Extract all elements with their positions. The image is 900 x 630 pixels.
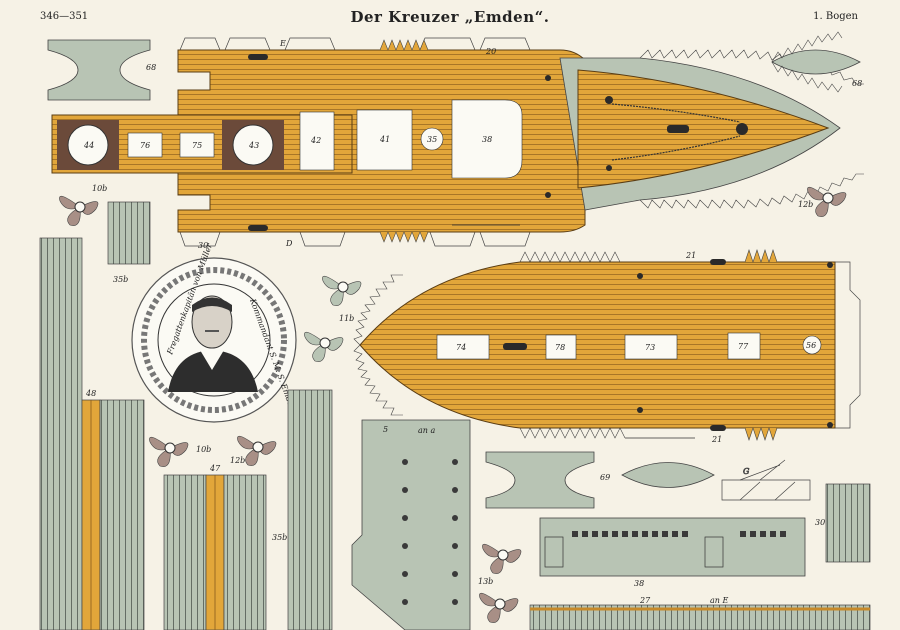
- part-label-69: 69: [600, 473, 610, 482]
- part-label-48: 48: [85, 389, 96, 398]
- lens-part-middle: [621, 462, 715, 488]
- part-label-30: 30: [198, 241, 208, 250]
- part-label-27: 27: [639, 596, 651, 605]
- part-label-43: 43: [248, 141, 259, 150]
- part-label-77: 77: [738, 342, 749, 351]
- part-label-12b-bottom: 12b: [230, 456, 245, 465]
- part-label-d: D: [285, 239, 293, 248]
- propeller-12b-bottom: 12b: [230, 435, 277, 466]
- part-label-41: 41: [379, 135, 390, 144]
- funnel-cap-69: 69: [485, 451, 610, 509]
- railing-strip: 27 an E: [529, 596, 871, 630]
- part-label-38-strip: 38: [634, 579, 644, 588]
- propeller-13b-b: 13b: [478, 577, 519, 623]
- propeller-13b-a: [482, 543, 522, 574]
- funnel-cap-left: 68: [47, 39, 156, 101]
- part-label-21-bottom: 21: [711, 435, 722, 444]
- part-label-10b-top: 10b: [92, 184, 107, 193]
- funnel-wrap-part: 5 an a: [351, 419, 471, 630]
- part-label-e: E: [279, 39, 286, 48]
- page-title: Der Kreuzer „Emden“.: [350, 8, 550, 26]
- upper-deck: 44 76 75 43 42 41 35 38 E 20 D 30: [51, 37, 864, 250]
- part-label-68-left: 68: [146, 63, 156, 72]
- part-label-35b-column: 35b: [272, 533, 287, 542]
- part-label-76: 76: [140, 141, 150, 150]
- part-label-74: 74: [456, 343, 466, 352]
- part-label-35: 35: [427, 135, 437, 144]
- propeller-10b-top: 10b: [59, 184, 107, 226]
- part-30-block: 30: [815, 483, 871, 563]
- part-label-75: 75: [192, 141, 202, 150]
- part-label-an-e: an E: [710, 596, 728, 605]
- part-35b-column: 35b: [272, 389, 333, 630]
- part-label-47: 47: [209, 464, 221, 473]
- part-label-11b: 11b: [339, 314, 354, 323]
- part-label-35b-top: 35b: [113, 275, 128, 284]
- part-label-42: 42: [310, 136, 321, 145]
- part-label-68-right: 68: [852, 79, 862, 88]
- part-label-g: G: [743, 467, 750, 476]
- part-label-30-right: 30: [815, 518, 825, 527]
- portrait-medallion: Fregattenkapitän von Müller Kommandant S…: [131, 241, 297, 423]
- lens-part-right: 68: [771, 31, 862, 93]
- part-label-38: 38: [482, 135, 492, 144]
- propeller-11b-b: 11b: [304, 314, 354, 362]
- lower-deck: 74 78 73 77 56 21 21: [353, 249, 861, 444]
- hull-side-strips-left: 48: [39, 237, 145, 630]
- part-label-13b: 13b: [478, 577, 493, 586]
- part-label-10b-bottom: 10b: [196, 445, 211, 454]
- propeller-10b-bottom: 10b: [149, 436, 211, 467]
- page-number: 346—351: [40, 11, 89, 22]
- propeller-11b-a: [322, 275, 362, 306]
- part-label-56: 56: [806, 341, 816, 350]
- part-label-78: 78: [555, 343, 565, 352]
- part-label-21-top: 21: [685, 251, 696, 260]
- portrait-figure: [168, 295, 258, 392]
- part-label-20: 20: [485, 47, 496, 56]
- part-label-44: 44: [83, 141, 94, 150]
- part-label-73: 73: [645, 343, 655, 352]
- part-label-an-a: an a: [418, 426, 435, 435]
- part-label-12b-top: 12b: [798, 200, 813, 209]
- hull-side-strips-middle: 47: [163, 464, 267, 630]
- part-35b-block: 35b: [107, 201, 151, 284]
- part-label-5: 5: [383, 425, 388, 434]
- mast-frame-g: G: [721, 459, 811, 501]
- propeller-12b-top: 12b: [798, 186, 847, 217]
- sheet-number: 1. Bogen: [813, 11, 858, 22]
- deckhouse-strip: 38: [539, 517, 806, 588]
